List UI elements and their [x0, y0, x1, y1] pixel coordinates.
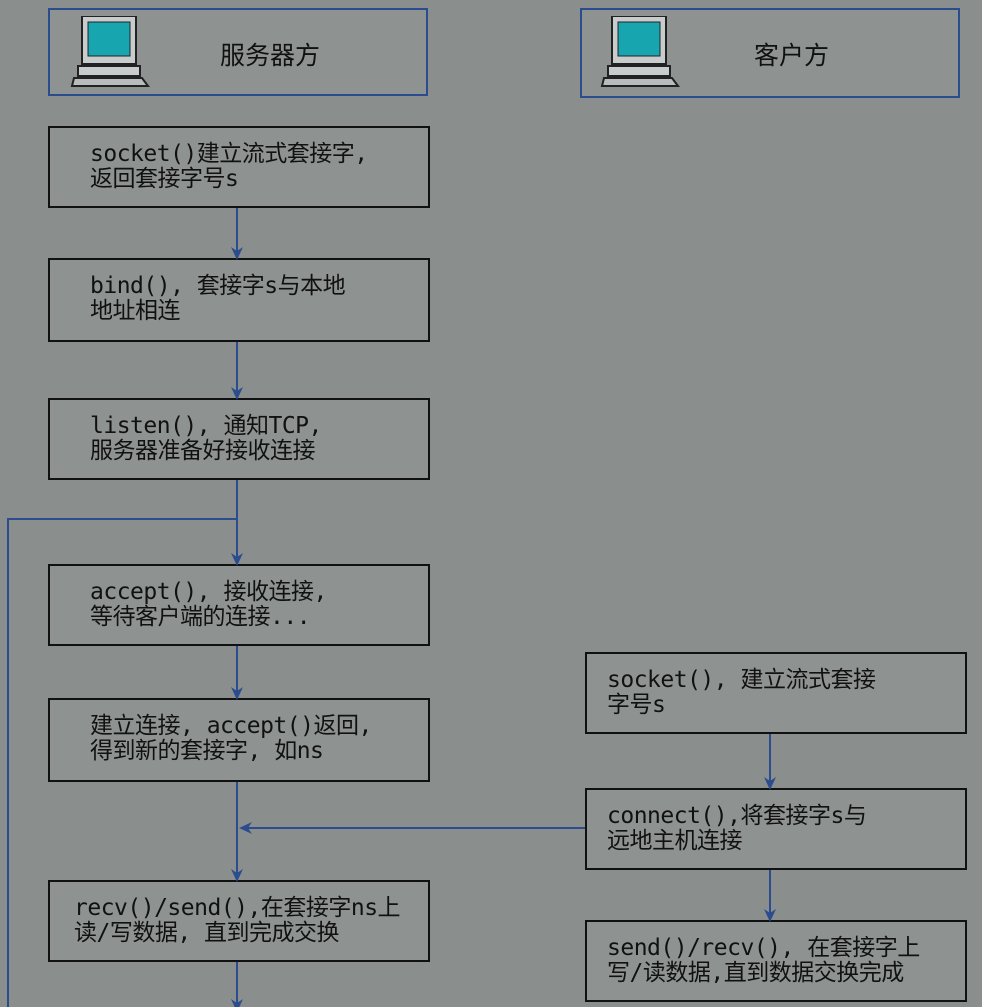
step-text-line: accept(), 接收连接,: [90, 579, 327, 605]
server-title: 服务器方: [220, 41, 321, 70]
client-header: 客户方: [580, 8, 960, 98]
step-text-line: send()/recv(), 在套接字上: [607, 935, 920, 961]
step-text-line: 建立连接, accept()返回,: [90, 713, 372, 739]
step-text-line: socket()建立流式套接字,: [90, 141, 368, 167]
server-step-listen: listen(), 通知TCP, 服务器准备好接收连接: [48, 398, 430, 480]
step-text-line: 写/读数据,直到数据交换完成: [607, 960, 904, 986]
step-text-line: 返回套接字号s: [90, 166, 239, 192]
step-text-line: listen(), 通知TCP,: [90, 413, 322, 439]
client-title: 客户方: [754, 41, 830, 70]
server-step-socket: socket()建立流式套接字, 返回套接字号s: [48, 126, 430, 208]
client-step-send-recv: send()/recv(), 在套接字上 写/读数据,直到数据交换完成: [585, 920, 967, 1002]
step-text-line: 读/写数据, 直到完成交换: [74, 920, 340, 946]
step-text-line: 服务器准备好接收连接: [90, 438, 316, 464]
step-text-line: 得到新的套接字, 如ns: [90, 738, 324, 764]
client-step-connect: connect(),将套接字s与 远地主机连接: [585, 788, 967, 870]
step-text-line: 远地主机连接: [607, 828, 743, 854]
computer-icon: [600, 16, 680, 87]
step-text-line: connect(),将套接字s与: [607, 803, 867, 829]
step-text-line: 等待客户端的连接...: [90, 604, 311, 630]
step-text-line: socket(), 建立流式套接: [607, 667, 876, 693]
computer-icon: [70, 16, 150, 87]
step-text-line: 字号s: [607, 692, 666, 718]
step-text-line: 地址相连: [90, 298, 181, 324]
step-text-line: bind(), 套接字s与本地: [90, 273, 346, 299]
server-step-bind: bind(), 套接字s与本地 地址相连: [48, 258, 430, 342]
client-step-socket: socket(), 建立流式套接 字号s: [585, 652, 967, 734]
server-step-connected: 建立连接, accept()返回, 得到新的套接字, 如ns: [48, 698, 430, 782]
server-step-accept: accept(), 接收连接, 等待客户端的连接...: [48, 564, 430, 646]
server-header: 服务器方: [48, 8, 428, 96]
step-text-line: recv()/send(),在套接字ns上: [74, 895, 401, 921]
server-step-recv-send: recv()/send(),在套接字ns上 读/写数据, 直到完成交换: [48, 880, 430, 962]
